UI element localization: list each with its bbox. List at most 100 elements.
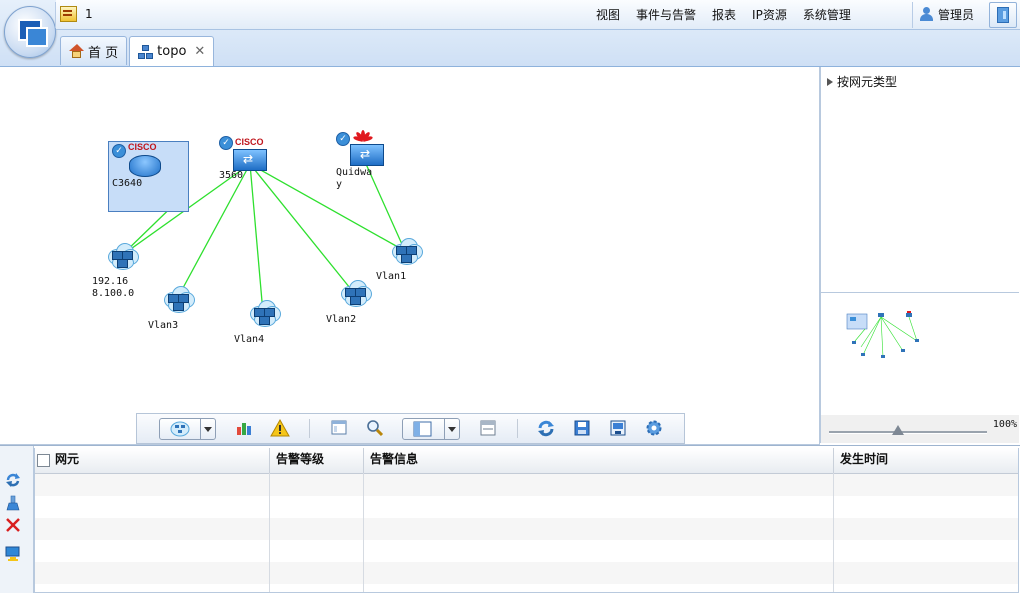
zoom-control: 100% (821, 415, 1019, 443)
menu-reports[interactable]: 报表 (712, 7, 737, 22)
node-label: Quidwa y (336, 167, 373, 190)
node-label: 192.16 8.100.0 (92, 276, 135, 299)
column-header-alarm-level[interactable]: 告警等级 (270, 448, 364, 473)
node-vlan4[interactable]: Vlan4 (234, 298, 296, 348)
column-divider (363, 473, 364, 592)
table-row[interactable] (35, 474, 1018, 496)
column-header-alarm-info[interactable]: 告警信息 (364, 448, 834, 473)
node-label: Vlan4 (234, 334, 265, 345)
node-vlan1[interactable]: Vlan1 (376, 236, 438, 286)
divider (309, 419, 310, 438)
network-cloud-icon (388, 236, 423, 266)
refresh-icon[interactable] (536, 419, 556, 437)
alarm-panel: 网元 告警等级 告警信息 发生时间 (0, 445, 1020, 595)
chevron-down-icon (200, 419, 215, 439)
divider (55, 2, 56, 28)
topology-link-s3560-vlan1[interactable] (249, 163, 406, 252)
status-ok-icon: ✓ (112, 144, 126, 158)
network-cloud-icon (104, 241, 139, 271)
panel-icon[interactable] (329, 419, 349, 437)
node-label: 3560 (219, 170, 244, 181)
layout-panel-icon (413, 421, 432, 437)
menu-system-management[interactable]: 系统管理 (802, 7, 851, 22)
topology-links (120, 163, 406, 314)
layout-type-dropdown[interactable] (159, 418, 216, 440)
topology-canvas[interactable]: ✓ CISCO C3640 ✓ CISCO 3560 ✓ Quidwa y 19… (0, 67, 820, 445)
column-header-element[interactable]: 网元 (35, 448, 270, 473)
top-menu-bar: 1 视图 事件与告警 报表 IP资源 系统管理 管理员 (55, 0, 1020, 30)
switch-icon (350, 144, 384, 166)
exit-door-icon (997, 7, 1009, 23)
brand-logo: CISCO (128, 142, 157, 152)
element-type-tree: 按网元类型 (820, 67, 1019, 293)
refresh-icon[interactable] (5, 472, 21, 488)
tree-node-by-element-type[interactable]: 按网元类型 (827, 73, 897, 90)
export-icon[interactable] (608, 419, 628, 437)
warning-icon[interactable] (270, 418, 290, 437)
gear-icon[interactable] (644, 419, 664, 437)
message-icon (60, 6, 77, 22)
tab-close-icon[interactable]: ✕ (194, 44, 206, 59)
node-quidway[interactable]: ✓ Quidwa y (335, 130, 395, 190)
status-ok-icon: ✓ (219, 136, 233, 150)
node-vlan3[interactable]: Vlan3 (148, 284, 210, 334)
bar-chart-icon[interactable] (234, 419, 254, 437)
menu-view[interactable]: 视图 (596, 7, 621, 22)
column-divider (833, 473, 834, 592)
column-label: 网元 (55, 452, 80, 466)
network-cloud-icon (160, 284, 195, 314)
monitor-alarm-icon[interactable] (5, 545, 21, 561)
node-network-192-168-100-0[interactable]: 192.16 8.100.0 (92, 241, 154, 301)
tree-node-label: 按网元类型 (837, 75, 898, 89)
status-ok-icon: ✓ (336, 132, 350, 146)
delete-icon[interactable] (5, 517, 21, 533)
view-mode-dropdown[interactable] (402, 418, 460, 440)
brand-logo (352, 130, 374, 142)
table-row[interactable] (35, 540, 1018, 562)
zoom-slider-track[interactable] (829, 431, 987, 434)
clear-alarms-icon[interactable] (5, 495, 21, 511)
app-logo[interactable] (4, 6, 56, 58)
topology-link-quidway-vlan1[interactable] (365, 163, 406, 252)
node-label: Vlan3 (148, 320, 179, 331)
menu-events-alarms[interactable]: 事件与告警 (636, 7, 697, 22)
menu-ip-resources[interactable]: IP资源 (752, 7, 787, 22)
divider (517, 419, 518, 438)
divider (912, 2, 913, 28)
select-all-checkbox[interactable] (37, 454, 50, 467)
router-icon (129, 155, 161, 177)
column-divider (269, 473, 270, 592)
search-icon[interactable] (365, 419, 385, 437)
node-vlan2[interactable]: Vlan2 (326, 278, 387, 328)
table-header: 网元 告警等级 告警信息 发生时间 (35, 448, 1018, 474)
table-row[interactable] (35, 562, 1018, 584)
zoom-slider-thumb[interactable] (892, 425, 904, 435)
table-row[interactable] (35, 496, 1018, 518)
topology-icon (138, 44, 154, 59)
expand-arrow-icon[interactable] (827, 77, 833, 86)
column-header-occurred-time[interactable]: 发生时间 (840, 452, 889, 466)
node-3560[interactable]: ✓ CISCO 3560 (218, 135, 278, 181)
overview-minimap[interactable] (845, 309, 955, 369)
topology-link-s3560-vlan3[interactable] (176, 163, 251, 300)
node-label: Vlan1 (376, 271, 407, 282)
node-c3640[interactable]: ✓ CISCO C3640 (110, 142, 190, 202)
topology-link-s3560-vlan2[interactable] (249, 163, 355, 294)
table-row[interactable] (35, 518, 1018, 540)
tab-home-label: 首 页 (88, 45, 119, 61)
logout-button[interactable] (989, 2, 1017, 28)
current-user[interactable]: 管理员 (920, 0, 974, 28)
save-icon[interactable] (572, 419, 592, 437)
node-label: Vlan2 (326, 314, 357, 325)
zoom-level: 100% (992, 419, 1017, 430)
message-count: 1 (85, 7, 93, 21)
topology-link-s3560-vlan4[interactable] (249, 163, 264, 314)
network-icon (170, 421, 190, 437)
tab-topo[interactable]: topo ✕ (129, 36, 215, 66)
brand-logo: CISCO (235, 137, 264, 147)
message-indicator[interactable]: 1 (60, 6, 93, 22)
window-icon[interactable] (478, 419, 498, 437)
tab-home[interactable]: 首 页 (60, 36, 128, 65)
topology-overview: 100% (820, 293, 1019, 443)
network-cloud-icon (337, 278, 372, 308)
